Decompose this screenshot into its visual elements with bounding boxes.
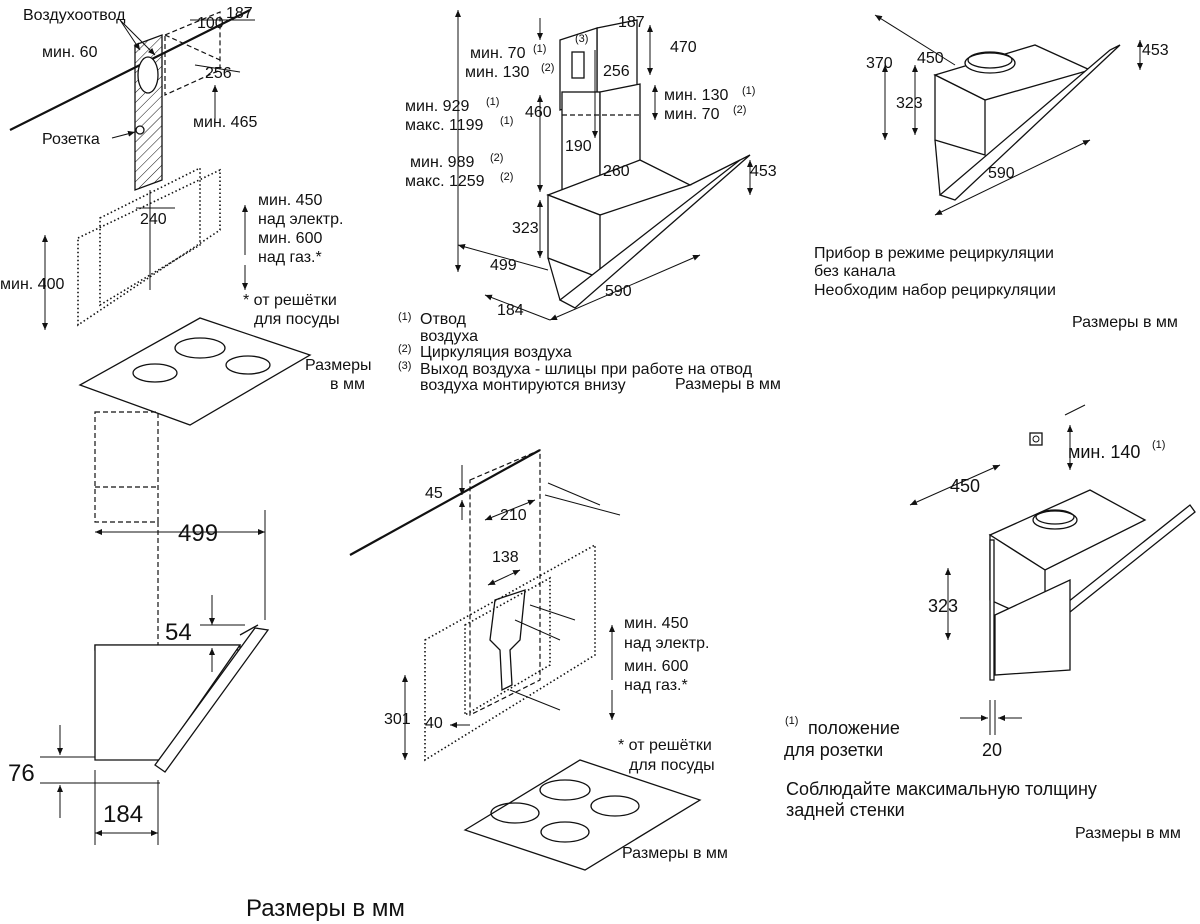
dim-187: 187	[618, 14, 645, 31]
callout-3: (3)	[575, 33, 588, 45]
clearance-3: мин. 600	[258, 230, 322, 247]
dim-323: 323	[512, 220, 539, 237]
min70-sup: (1)	[533, 43, 546, 55]
dim-45: 45	[425, 485, 443, 502]
panel-recirculation: 370 450 453 323 590 Прибор в режиме реци…	[814, 14, 1178, 331]
grate-note-2: для посуды	[629, 757, 715, 774]
min929-label: мин. 929	[405, 98, 469, 115]
dim-138: 138	[492, 549, 519, 566]
units-2: в мм	[330, 376, 365, 393]
dim-min60: мин. 60	[42, 44, 98, 61]
socket-note-mark: (1)	[785, 715, 798, 727]
grate-note-2: для посуды	[254, 311, 340, 328]
legend-mark-2: (2)	[398, 343, 411, 355]
label-socket: Розетка	[42, 131, 100, 148]
grate-note-1: * от решётки	[618, 737, 712, 754]
max1259-label: макс. 1259	[405, 173, 485, 190]
wall-note-2: задней стенки	[786, 800, 905, 820]
dim-450: 450	[917, 50, 944, 67]
clearance-1: мин. 450	[258, 192, 322, 209]
dim-100: 100	[197, 15, 224, 32]
r-min130-sup: (1)	[742, 85, 755, 97]
dim-min465: мин. 465	[193, 114, 257, 131]
min70-label: мин. 70	[470, 45, 526, 62]
r-min70-sup: (2)	[733, 104, 746, 116]
clearance-4: над газ.*	[258, 249, 322, 266]
units: Размеры в мм	[1072, 314, 1178, 331]
clearance-2: над электр.	[624, 635, 709, 652]
socket-note-1: положение	[808, 718, 900, 738]
r-min70-label: мин. 70	[664, 106, 720, 123]
units: Размеры в мм	[622, 845, 728, 862]
legend-3-line2: воздуха монтируются внизу	[420, 377, 626, 394]
min929-sup: (1)	[486, 96, 499, 108]
clearance-4: над газ.*	[624, 677, 688, 694]
dim-256: 256	[603, 63, 630, 80]
dim-450: 450	[950, 476, 980, 496]
units: Размеры в мм	[675, 376, 781, 393]
dim-499: 499	[178, 520, 218, 547]
clearance-1: мин. 450	[624, 615, 688, 632]
min130-label: мин. 130	[465, 64, 529, 81]
min989-sup: (2)	[490, 152, 503, 164]
legend-mark-3: (3)	[398, 360, 411, 372]
dim-184: 184	[103, 801, 143, 828]
units-1: Размеры	[305, 357, 372, 374]
socket-note-2: для розетки	[784, 740, 883, 760]
panel-socket-position: мин. 140 (1) 450 323 20 (1) положение дл…	[784, 404, 1196, 842]
dim-453: 453	[1142, 42, 1169, 59]
dim-76: 76	[8, 760, 35, 787]
clearance-3: мин. 600	[624, 658, 688, 675]
legend-2-line1: Циркуляция воздуха	[420, 344, 572, 361]
legend-1-line1: Отвод	[420, 311, 467, 328]
dim-210: 210	[500, 507, 527, 524]
min140-sup: (1)	[1152, 439, 1165, 451]
dim-590: 590	[988, 165, 1015, 182]
legend-1-line2: воздуха	[420, 328, 478, 345]
panel-wall-installation: Воздухоотвод мин. 60 100 187 256 Розетка…	[0, 5, 372, 426]
note-2: без канала	[814, 263, 896, 280]
legend-mark-1: (1)	[398, 311, 411, 323]
dim-187: 187	[226, 5, 253, 22]
min140-label: мин. 140	[1068, 442, 1140, 462]
dim-370: 370	[866, 55, 893, 72]
units: Размеры в мм	[246, 895, 405, 922]
dim-323: 323	[896, 95, 923, 112]
legend-3-line1: Выход воздуха - шлицы при работе на отво…	[420, 361, 753, 378]
dim-20: 20	[982, 740, 1002, 760]
dim-54: 54	[165, 619, 192, 646]
grate-note-1: * от решётки	[243, 292, 337, 309]
wall-note-1: Соблюдайте максимальную толщину	[786, 779, 1097, 799]
dim-590: 590	[605, 283, 632, 300]
max1199-sup: (1)	[500, 115, 513, 127]
label-air-outlet: Воздухоотвод	[23, 7, 126, 24]
dim-323: 323	[928, 596, 958, 616]
panel-side-view: 499 54 76 184 Размеры в мм	[8, 411, 405, 922]
panel-mounting: 45 210 138 301 40 мин. 450 над электр. м…	[349, 449, 728, 871]
min989-label: мин. 989	[410, 154, 474, 171]
dim-184: 184	[497, 302, 524, 319]
max1259-sup: (2)	[500, 171, 513, 183]
units: Размеры в мм	[1075, 825, 1181, 842]
panel-hood-dimensions: 187 470 256 (3) мин. 70 (1) мин. 130 (2)…	[398, 10, 781, 394]
dim-190: 190	[565, 138, 592, 155]
dim-301: 301	[384, 711, 411, 728]
dim-240: 240	[140, 211, 167, 228]
dim-453: 453	[750, 163, 777, 180]
note-1: Прибор в режиме рециркуляции	[814, 245, 1054, 262]
min130-sup: (2)	[541, 62, 554, 74]
dim-256: 256	[205, 65, 232, 82]
dim-min400: мин. 400	[0, 276, 64, 293]
dim-499: 499	[490, 257, 517, 274]
r-min130-label: мин. 130	[664, 87, 728, 104]
max1199-label: макс. 1199	[405, 117, 483, 134]
dim-260: 260	[603, 163, 630, 180]
dim-470: 470	[670, 39, 697, 56]
note-3: Необходим набор рециркуляции	[814, 282, 1056, 299]
clearance-2: над электр.	[258, 211, 343, 228]
dim-40: 40	[425, 715, 443, 732]
dim-460: 460	[525, 104, 552, 121]
